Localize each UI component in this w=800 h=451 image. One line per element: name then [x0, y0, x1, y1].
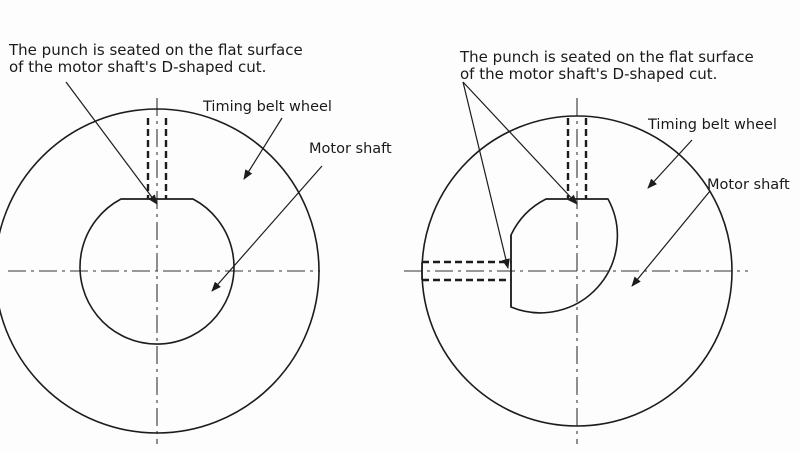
- left-punch-slot-vertical: [146, 118, 168, 199]
- right-punch-slot-vertical: [566, 118, 588, 199]
- left-punch-leader: [65, 81, 158, 205]
- right-shaft-label: Motor shaft: [707, 177, 790, 193]
- right-wheel-leader: [647, 139, 693, 189]
- right-punch-leader-top: [462, 81, 578, 205]
- left-shaft-label: Motor shaft: [309, 141, 392, 157]
- right-punch-leader-left: [462, 81, 510, 269]
- left-wheel-leader: [243, 117, 283, 180]
- left-punch-label-line2: of the motor shaft's D-shaped cut.: [9, 58, 266, 76]
- left-figure: The punch is seated on the flat surface …: [0, 41, 392, 444]
- right-motor-shaft: [510, 198, 619, 314]
- right-wheel-label: Timing belt wheel: [647, 117, 777, 133]
- right-punch-label-line1: The punch is seated on the flat surface: [459, 48, 754, 66]
- left-wheel-label: Timing belt wheel: [202, 99, 332, 115]
- right-punch-label-line2: of the motor shaft's D-shaped cut.: [460, 65, 717, 83]
- right-figure: The punch is seated on the flat surface …: [404, 48, 790, 444]
- left-timing-belt-wheel: [0, 108, 320, 434]
- left-punch-label-line1: The punch is seated on the flat surface: [8, 41, 303, 59]
- left-motor-shaft: [79, 198, 235, 345]
- left-shaft-leader: [211, 165, 323, 292]
- right-punch-slot-horizontal: [421, 260, 511, 282]
- right-shaft-leader: [631, 190, 711, 287]
